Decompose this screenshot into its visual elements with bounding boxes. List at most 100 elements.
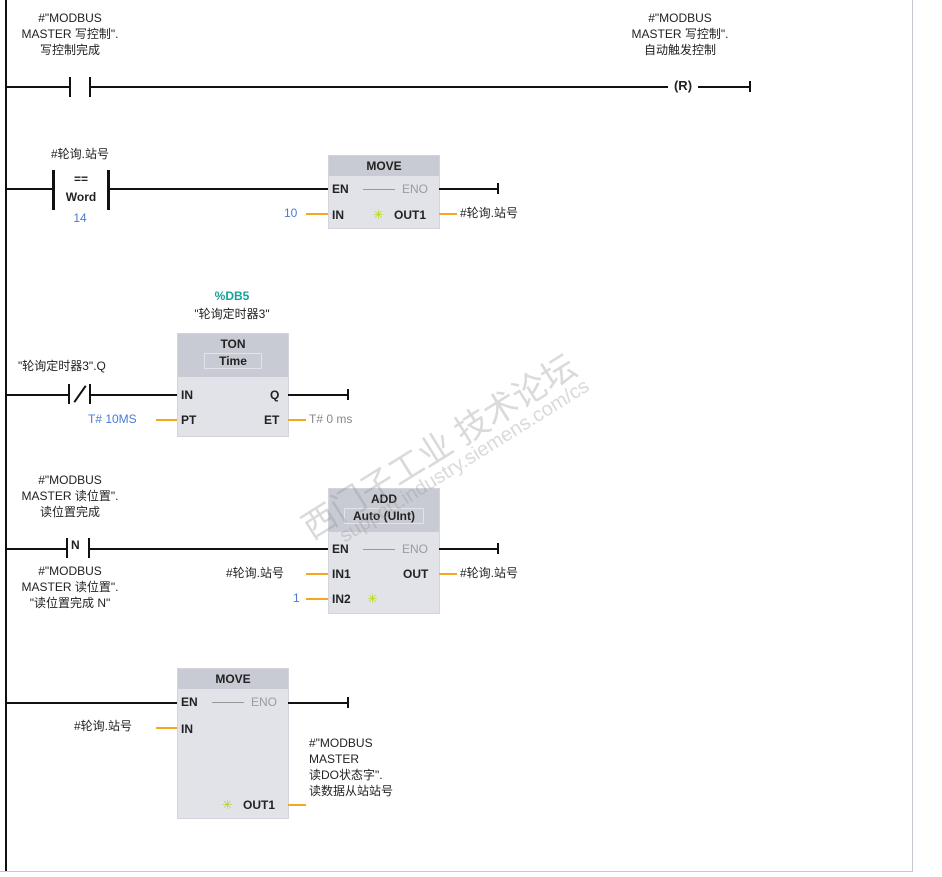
block-title: MOVE <box>329 156 439 176</box>
pin-in2: IN2 <box>332 592 351 606</box>
block-title: MOVE <box>178 669 288 689</box>
contact-label: #"MODBUS MASTER 读位置". 读位置完成 <box>10 472 130 520</box>
pin-eno: ENO <box>402 542 429 556</box>
wire <box>6 702 177 704</box>
power-rail <box>5 0 7 872</box>
contact-label: "轮询定时器3".Q <box>18 359 106 373</box>
reset-coil[interactable]: (R) <box>673 78 693 93</box>
move-block[interactable]: MOVE EN ENO IN ✳ OUT1 <box>177 668 289 819</box>
wire <box>156 727 177 729</box>
label-line: #"MODBUS <box>38 473 102 487</box>
star-icon: ✳ <box>373 207 384 222</box>
wire <box>90 86 668 88</box>
wire <box>6 548 66 550</box>
nc-contact[interactable] <box>68 384 70 404</box>
pin-eno: ENO <box>251 695 278 709</box>
in-value[interactable]: 10 <box>284 206 298 220</box>
compare-contact[interactable]: == Word <box>52 170 110 210</box>
et-value[interactable]: T# 0 ms <box>309 412 353 426</box>
wire <box>107 188 328 190</box>
coil-label: #"MODBUS MASTER 写控制". 自动触发控制 <box>620 10 740 58</box>
wire-end <box>347 389 349 400</box>
edge-memory-label: #"MODBUS MASTER 读位置". "读位置完成 N" <box>10 563 130 611</box>
in2-value[interactable]: 1 <box>293 591 300 605</box>
label-line: "读位置完成 N" <box>29 596 111 610</box>
block-type[interactable]: Time <box>204 353 262 369</box>
label-line: #"MODBUS <box>309 736 373 750</box>
pin-en: EN <box>332 182 349 196</box>
contact-type: N <box>71 538 80 552</box>
pin-en: EN <box>332 542 349 556</box>
internal-line <box>212 702 244 703</box>
wire <box>439 188 499 190</box>
label-line: 读DO状态字". <box>309 768 383 782</box>
label-line: MASTER 写控制". <box>631 27 729 41</box>
wire <box>6 86 70 88</box>
compare-type: Word <box>65 190 97 204</box>
block-title: ADD <box>371 492 397 506</box>
wire <box>698 86 750 88</box>
pin-out1: OUT1 <box>394 208 427 222</box>
ton-block[interactable]: TON Time IN Q PT ET <box>177 333 289 437</box>
label-line: MASTER 写控制". <box>21 27 119 41</box>
pin-q: Q <box>270 388 280 402</box>
wire-end <box>347 697 349 708</box>
pin-pt: PT <box>181 413 197 427</box>
label-line: #"MODBUS <box>38 11 102 25</box>
label-line: MASTER 读位置". <box>21 489 119 503</box>
pin-et: ET <box>264 413 280 427</box>
block-title: TON <box>220 337 246 351</box>
block-type[interactable]: Auto (UInt) <box>344 508 424 524</box>
pin-in: IN <box>181 388 193 402</box>
label-line: #"MODBUS <box>38 564 102 578</box>
wire <box>306 213 328 215</box>
db-number: %DB5 <box>214 289 250 303</box>
label-line: MASTER <box>309 752 360 766</box>
wire <box>306 598 328 600</box>
pin-eno: ENO <box>402 182 429 196</box>
wire <box>288 394 348 396</box>
label-line: 读位置完成 <box>39 505 100 519</box>
label-line: 自动触发控制 <box>643 43 716 57</box>
pin-out1: OUT1 <box>243 798 276 812</box>
out-value[interactable]: #"MODBUS MASTER 读DO状态字". 读数据从站站号 <box>309 735 393 799</box>
editor-border-right <box>912 0 913 872</box>
pin-in: IN <box>332 208 344 222</box>
block-header: TON Time <box>178 334 288 377</box>
wire <box>288 419 306 421</box>
move-block[interactable]: MOVE EN ENO IN ✳ OUT1 <box>328 155 440 229</box>
block-header: ADD Auto (UInt) <box>329 489 439 532</box>
label-line: MASTER 读位置". <box>21 580 119 594</box>
in-value[interactable]: #轮询.站号 <box>74 719 133 733</box>
compare-operator: == <box>73 172 88 186</box>
wire <box>90 394 177 396</box>
pt-value[interactable]: T# 10MS <box>88 412 137 426</box>
n-contact[interactable] <box>66 538 68 558</box>
nc-slash <box>73 385 87 403</box>
label-line: 读数据从站站号 <box>309 784 394 798</box>
no-contact[interactable] <box>69 77 71 97</box>
compare-operand: #轮询.站号 <box>50 147 109 161</box>
timer-instance: "轮询定时器3" <box>194 307 270 321</box>
wire <box>439 573 457 575</box>
pin-in1: IN1 <box>332 567 351 581</box>
wire <box>306 573 328 575</box>
wire <box>439 213 457 215</box>
internal-line <box>363 189 395 190</box>
label-line: #"MODBUS <box>648 11 712 25</box>
wire-end <box>497 543 499 554</box>
wire <box>439 548 499 550</box>
star-icon: ✳ <box>222 797 233 812</box>
out-value[interactable]: #轮询.站号 <box>460 206 519 220</box>
pin-in: IN <box>181 722 193 736</box>
in1-value[interactable]: #轮询.站号 <box>226 566 285 580</box>
editor-border-bottom <box>0 871 913 872</box>
out-value[interactable]: #轮询.站号 <box>460 566 519 580</box>
wire-end <box>497 183 499 194</box>
star-icon: ✳ <box>367 591 378 606</box>
wire <box>6 394 68 396</box>
wire <box>288 702 348 704</box>
pin-en: EN <box>181 695 198 709</box>
